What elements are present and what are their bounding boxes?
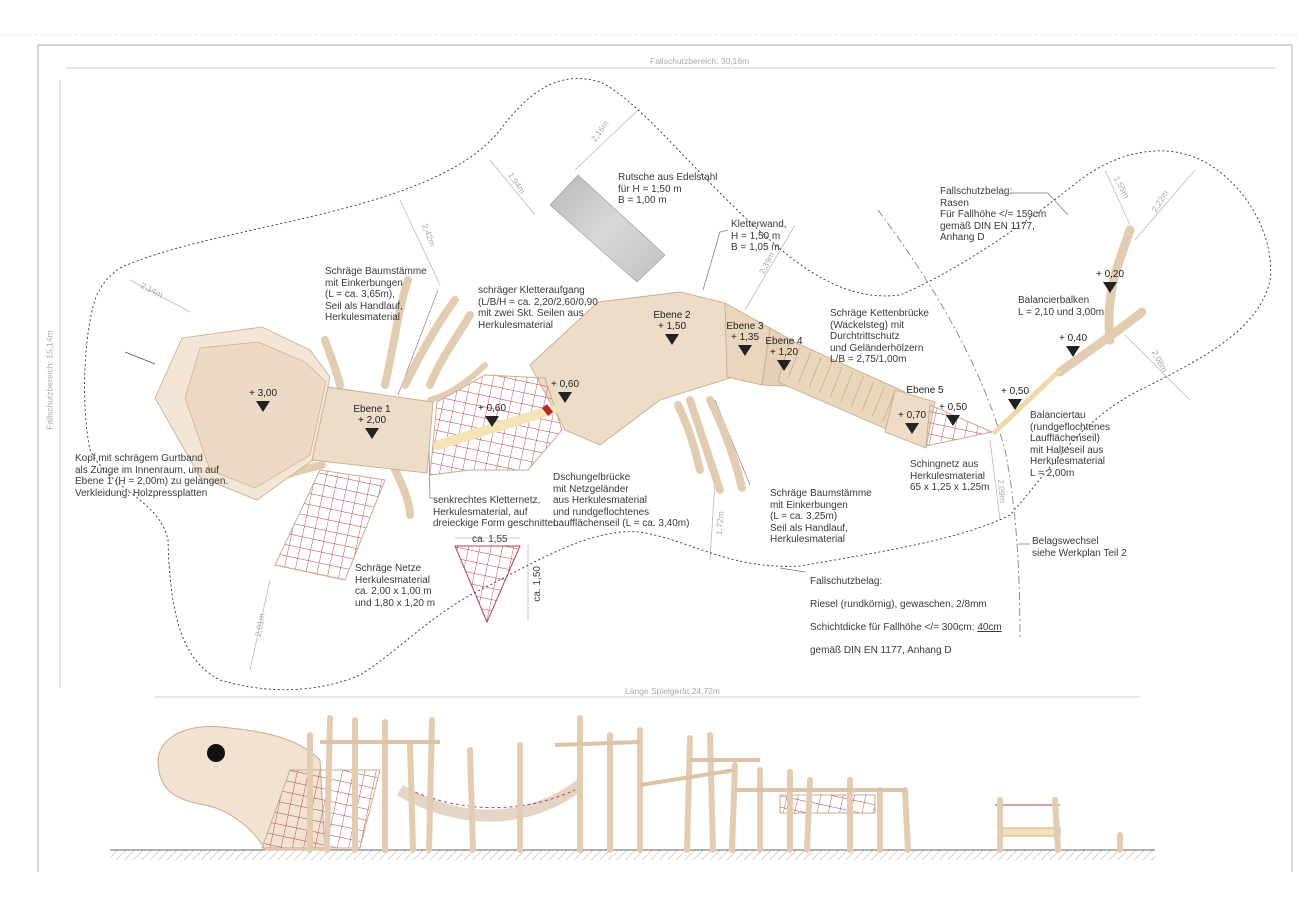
level-value: + 2,00 (357, 415, 387, 426)
elevation-pole (729, 762, 738, 853)
level-value: + 0,60 (477, 403, 507, 414)
level-name: Ebene 5 (906, 385, 944, 396)
elevation-beam (554, 740, 641, 747)
gravel-line: Schichtdicke für Fallhöhe </= 300cm: (810, 621, 978, 633)
sheet-frame (0, 34, 1300, 872)
annotation-logs-bottom: Schräge Baumstämme mit Einkerbungen (L =… (770, 488, 872, 546)
level-name: Ebene 2 (653, 310, 691, 321)
chain-bridge-slats (787, 347, 896, 422)
head-structure (124, 326, 331, 501)
annotation-swing-net: Schingnetz aus Herkulesmaterial 65 x 1,2… (910, 459, 990, 494)
net-width-label: ca. 1,55 (472, 534, 508, 545)
annotation-surface-grass: Fallschutzbelag: Rasen Für Fallhöhe </= … (940, 186, 1047, 244)
elevation-pole (684, 735, 693, 853)
surface-change-line (877, 209, 1021, 641)
head-eye (207, 744, 225, 762)
level-rope: + 0,50 (985, 386, 1045, 397)
dimension-lines (59, 67, 1276, 698)
balance-rope (992, 369, 1061, 435)
safety-zone-outline (84, 78, 1272, 691)
level-value: + 0,50 (938, 402, 968, 413)
dim-height-total: Fallschutzbereich: 15,14m (44, 330, 55, 430)
level-ebene5: + 0,70 (882, 410, 942, 421)
net-height-label: ca. 1,50 (532, 566, 543, 602)
level-value: + 1,50 (657, 321, 687, 332)
slanted-net (274, 469, 386, 581)
level-name: Ebene 4 (765, 336, 803, 347)
gravel-line: Fallschutzbelag: (810, 575, 883, 587)
annotation-vertical-net: senkrechtes Kletternetz, Herkulesmateria… (433, 495, 559, 530)
bridge-slat (840, 371, 854, 403)
level-name: Ebene 3 (726, 321, 764, 332)
bridge-slat (798, 352, 811, 383)
bridge-slat (829, 366, 843, 398)
slide (549, 174, 666, 283)
dim-length-equipment: Länge Spielgerät 24,72m (625, 686, 720, 696)
bridge-slat (882, 390, 896, 422)
dim-width-total: Fallschutzbereich: 30,16m (650, 56, 750, 66)
gravel-line: gemäß DIN EN 1177, Anhang D (810, 645, 952, 657)
annotation-chain-bridge: Schräge Kettenbrücke (Wackelsteg) mit Du… (830, 308, 929, 366)
annotation-slide: Rutsche aus Edelstahl für H = 1,50 m B =… (618, 172, 718, 207)
level-value: + 3,00 (248, 388, 278, 399)
elevation-beam (639, 768, 736, 787)
level-bridge: + 0,60 (462, 403, 522, 414)
level-ebene5-name: Ebene 5 (895, 385, 955, 396)
bridge-slat (850, 376, 864, 407)
annotation-balance-beam: Balancierbalken L = 2,10 und 3,00m (1018, 295, 1105, 318)
level-value: + 0,20 (1095, 269, 1125, 280)
annotation-jungle-bridge: Dschungelbrücke mit Netzgeländer aus Her… (553, 472, 690, 530)
dim-label: 1,72m (713, 510, 726, 536)
elevation-pole (324, 715, 333, 853)
bridge-walking-rope (433, 405, 557, 450)
level-value: + 0,50 (1000, 386, 1030, 397)
bridge-slat (808, 357, 822, 388)
annotation-climbing-wall: Kletterwand, H = 1,50 m B = 1,05 m (731, 219, 787, 254)
tree-trunks (266, 225, 1147, 519)
level-head: + 3,00 (233, 388, 293, 399)
level-beam1: + 0,40 (1043, 333, 1103, 344)
annotation-surface-gravel: Fallschutzbelag: Riesel (rundkörnig), ge… (810, 564, 1002, 657)
level-ebene3: Ebene 3+ 1,35 (715, 321, 775, 343)
level-value: + 0,70 (897, 410, 927, 421)
elevation-pole (902, 787, 911, 853)
level-ramp: + 0,60 (535, 379, 595, 390)
triangle-net-detail (454, 545, 521, 624)
level-net5: + 0,50 (923, 402, 983, 413)
annotation-head: Kopf mit schrägem Gurtband als Zunge im … (75, 453, 229, 499)
level-value: + 0,40 (1058, 333, 1088, 344)
level-beam2: + 0,20 (1080, 269, 1140, 280)
gravel-thickness: 40cm (977, 621, 1002, 633)
dim-label: 2,09m (995, 478, 1008, 504)
level-ebene1: Ebene 1+ 2,00 (342, 404, 402, 426)
elevation-pole (467, 747, 476, 853)
level-name: Ebene 1 (353, 404, 391, 415)
level-value: + 1,35 (730, 332, 760, 343)
elevation-pole (407, 742, 416, 853)
annotation-logs-top: Schräge Baumstämme mit Einkerbungen (L =… (325, 266, 427, 324)
annotation-ramp: schräger Kletteraufgang (L/B/H = ca. 2,2… (478, 285, 598, 331)
gravel-line: Riesel (rundkörnig), gewaschen, 2/8mm (810, 598, 987, 610)
annotation-balance-rope: Balanciertau (rundgeflochtenes Lauffläch… (1030, 410, 1111, 479)
bridge-slat (787, 347, 801, 379)
elevation-pole (707, 732, 716, 853)
bridge-slat (861, 381, 875, 412)
annotation-surface-change: Belagswechsel siehe Werkplan Teil 2 (1032, 536, 1127, 559)
platforms (311, 291, 936, 474)
level-ebene2: Ebene 2+ 1,50 (642, 310, 702, 332)
bridge-slat (872, 386, 885, 417)
elevation-view (110, 715, 1155, 860)
level-value: + 1,20 (769, 347, 799, 358)
elevation-pole (1052, 797, 1061, 853)
elevation-pole (426, 717, 435, 853)
level-value: + 0,60 (550, 379, 580, 390)
bridge-slat (819, 362, 833, 393)
level-ebene4: Ebene 4+ 1,20 (754, 336, 814, 358)
annotation-slanted-nets: Schräge Netze Herkulesmaterial ca. 2,00 … (355, 563, 436, 609)
